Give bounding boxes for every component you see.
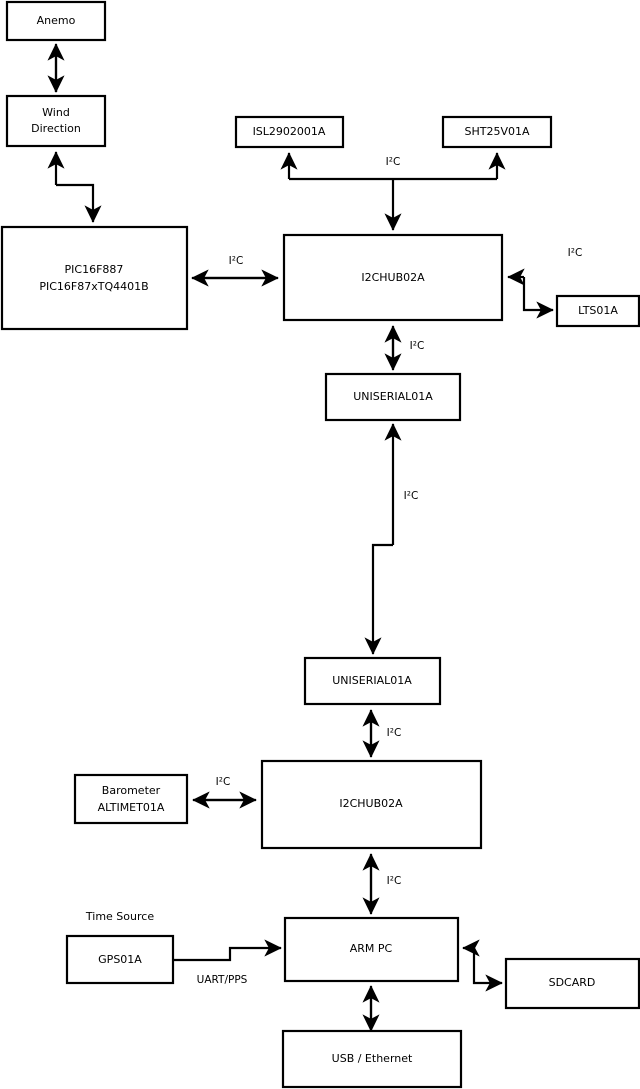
node-anemo-box[interactable] — [5, 0, 107, 42]
node-uniserial01a-top-box[interactable] — [324, 372, 462, 422]
edge-armpc-sdcard — [462, 939, 503, 992]
node-i2chub02a-bottom-label: I2CHUB02A — [339, 797, 403, 810]
node-isl2902001a-box[interactable] — [234, 115, 345, 149]
node-isl2902001a[interactable]: ISL2902001A — [234, 115, 345, 149]
node-barometer[interactable]: Barometer ALTIMET01A — [73, 773, 189, 825]
node-pic-label-line1: PIC16F887 — [65, 263, 124, 276]
node-sht25v01a-label: SHT25V01A — [464, 125, 529, 138]
node-i2chub02a-top-label: I2CHUB02A — [361, 271, 425, 284]
node-usb-ethernet[interactable]: USB / Ethernet — [281, 1029, 463, 1089]
node-lts01a[interactable]: LTS01A — [555, 294, 640, 328]
node-pic[interactable]: PIC16F887 PIC16F87xTQ4401B — [0, 225, 189, 331]
node-wind-direction-label-line2: Direction — [31, 122, 81, 135]
node-uniserial01a-bottom[interactable]: UNISERIAL01A — [303, 656, 442, 706]
edge-label-hub-lts: I²C — [568, 247, 583, 259]
node-uniserial01a-top[interactable]: UNISERIAL01A — [324, 372, 462, 422]
node-i2chub02a-top-box[interactable] — [282, 233, 504, 322]
node-sht25v01a[interactable]: SHT25V01A — [441, 115, 553, 149]
node-uniserial01a-bottom-label: UNISERIAL01A — [332, 674, 412, 687]
node-barometer-label-line1: Barometer — [102, 784, 161, 797]
edge-label-pic-hub: I²C — [229, 255, 244, 267]
node-arm-pc[interactable]: ARM PC — [283, 916, 460, 983]
node-uniserial01a-top-label: UNISERIAL01A — [353, 390, 433, 403]
edge-pic-wind — [47, 151, 102, 223]
edge-label-barometer-hubbot: I²C — [216, 776, 231, 788]
node-gps01a-box[interactable] — [65, 934, 175, 985]
edge-label-hubbot-armpc: I²C — [387, 875, 402, 887]
node-i2chub02a-bottom-box[interactable] — [260, 759, 483, 850]
node-arm-pc-label: ARM PC — [350, 942, 393, 955]
node-arm-pc-box[interactable] — [283, 916, 460, 983]
node-barometer-label-line2: ALTIMET01A — [98, 801, 165, 814]
node-uniserial01a-bottom-box[interactable] — [303, 656, 442, 706]
node-usb-ethernet-label: USB / Ethernet — [332, 1052, 413, 1065]
node-barometer-box[interactable] — [73, 773, 189, 825]
node-i2chub02a-bottom[interactable]: I2CHUB02A — [260, 759, 483, 850]
node-anemo[interactable]: Anemo — [5, 0, 107, 42]
node-wind-direction-box[interactable] — [5, 94, 107, 148]
node-isl2902001a-label: ISL2902001A — [253, 125, 326, 138]
node-pic-box[interactable] — [0, 225, 189, 331]
edge-label-gps-armpc: UART/PPS — [197, 974, 248, 986]
node-sdcard-label: SDCARD — [549, 976, 596, 989]
label-time-source: Time Source — [85, 910, 154, 923]
edge-label-hub-uniserial: I²C — [410, 340, 425, 352]
node-wind-direction[interactable]: Wind Direction — [5, 94, 107, 148]
node-gps01a[interactable]: GPS01A — [65, 934, 175, 985]
edge-sensor-bus — [280, 152, 506, 231]
node-lts01a-label: LTS01A — [578, 304, 618, 317]
node-usb-ethernet-box[interactable] — [281, 1029, 463, 1089]
edge-hub-lts — [507, 268, 554, 319]
edge-gps-armpc — [173, 939, 282, 962]
node-pic-label-line2: PIC16F87xTQ4401B — [39, 280, 148, 293]
edge-uniserial-link — [364, 423, 402, 655]
node-lts01a-box[interactable] — [555, 294, 640, 328]
node-gps01a-label: GPS01A — [98, 953, 142, 966]
node-i2chub02a-top[interactable]: I2CHUB02A — [282, 233, 504, 322]
edge-label-isl-sht-bus: I²C — [386, 156, 401, 168]
node-wind-direction-label-line1: Wind — [42, 106, 70, 119]
node-sdcard-box[interactable] — [504, 957, 640, 1010]
node-sht25v01a-box[interactable] — [441, 115, 553, 149]
edge-label-uniserial-hubbot: I²C — [387, 727, 402, 739]
node-sdcard[interactable]: SDCARD — [504, 957, 640, 1010]
node-anemo-label: Anemo — [37, 14, 76, 27]
edge-label-uniserial-link: I²C — [404, 490, 419, 502]
